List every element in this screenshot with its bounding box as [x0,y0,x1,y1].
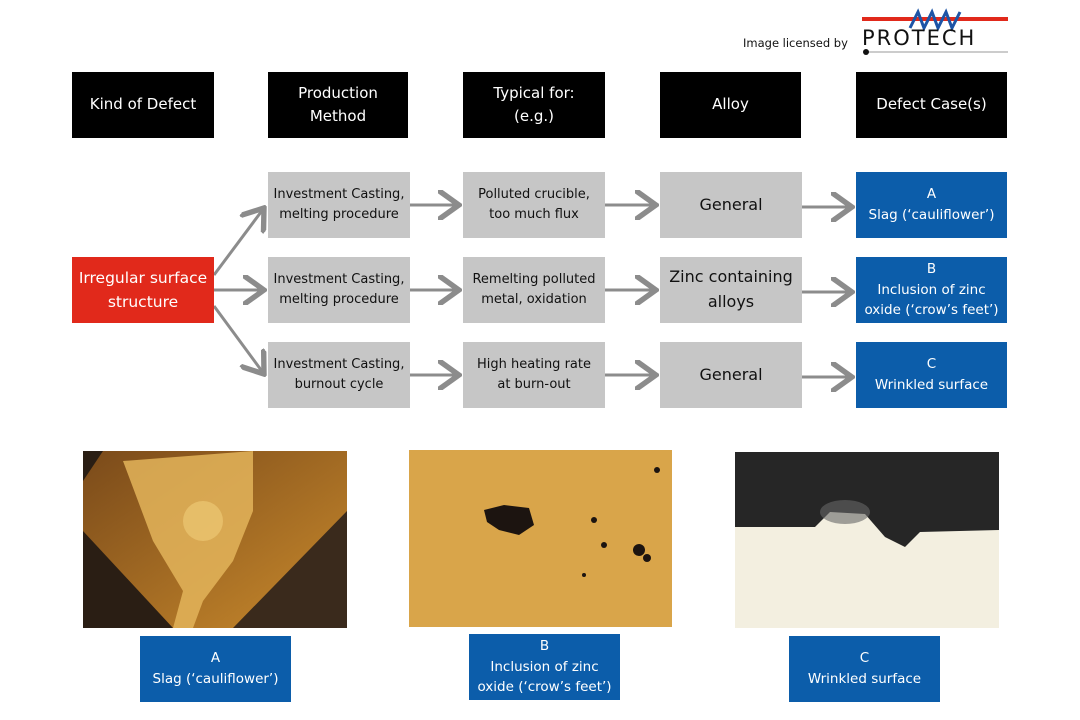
typical-label: High heating rate at burn-out [477,356,591,392]
caption-b: B Inclusion of zinc oxide (‘crow’s feet’) [469,634,620,700]
case-a: A Slag (‘cauliflower’) [856,172,1007,238]
photo-zinc-oxide [409,450,672,627]
caption-text: Inclusion of zinc oxide (‘crow’s feet’) [477,658,612,696]
photo-wrinkled-surface [735,452,999,628]
case-letter: B [926,260,937,277]
defect-label: Irregular surface structure [78,268,208,311]
typical-label: Polluted crucible, too much flux [478,186,590,222]
typical-row-1: Polluted crucible, too much flux [463,172,605,238]
header-label: Defect Case(s) [876,95,987,114]
alloy-label: General [699,194,763,214]
method-row-2: Investment Casting, melting procedure [268,257,410,323]
alloy-row-3: General [660,342,802,408]
method-row-1: Investment Casting, melting procedure [268,172,410,238]
header-production-method: Production Method [268,72,408,138]
case-b: B Inclusion of zinc oxide (‘crow’s feet’) [856,257,1007,323]
photo-slag [83,451,347,628]
alloy-row-2: Zinc containing alloys [660,257,802,323]
caption-a: A Slag (‘cauliflower’) [140,636,291,702]
header-label: Typical for: (e.g.) [493,83,575,125]
method-label: Investment Casting, melting procedure [273,271,405,307]
caption-letter: A [210,650,221,667]
header-label: Kind of Defect [89,95,197,114]
header-typical-for: Typical for: (e.g.) [463,72,605,138]
alloy-label: General [699,364,763,384]
alloy-row-1: General [660,172,802,238]
header-defect-cases: Defect Case(s) [856,72,1007,138]
caption-letter: B [539,637,550,654]
case-letter: A [926,186,937,203]
caption-letter: C [859,650,870,667]
typical-row-3: High heating rate at burn-out [463,342,605,408]
case-label: Inclusion of zinc oxide (‘crow’s feet’) [864,281,999,319]
header-kind-of-defect: Kind of Defect [72,72,214,138]
caption-text: Slag (‘cauliflower’) [152,671,279,687]
protech-logo: PROTECH [862,8,1008,55]
defect-irregular-surface: Irregular surface structure [72,257,214,323]
typical-label: Remelting polluted metal, oxidation [472,271,596,307]
caption-c: C Wrinkled surface [789,636,940,702]
case-label: Slag (‘cauliflower’) [868,207,995,223]
case-label: Wrinkled surface [874,377,989,393]
method-label: Investment Casting, burnout cycle [273,356,405,392]
method-label: Investment Casting, melting procedure [273,186,405,222]
method-row-3: Investment Casting, burnout cycle [268,342,410,408]
case-c: C Wrinkled surface [856,342,1007,408]
svg-text:PROTECH: PROTECH [862,26,976,50]
header-label: Alloy [712,95,749,114]
typical-row-2: Remelting polluted metal, oxidation [463,257,605,323]
caption-text: Wrinkled surface [807,671,922,687]
case-letter: C [926,356,937,373]
header-alloy: Alloy [660,72,801,138]
alloy-label: Zinc containing alloys [669,267,793,311]
license-text: Image licensed by [743,36,848,50]
header-label: Production Method [298,83,378,125]
